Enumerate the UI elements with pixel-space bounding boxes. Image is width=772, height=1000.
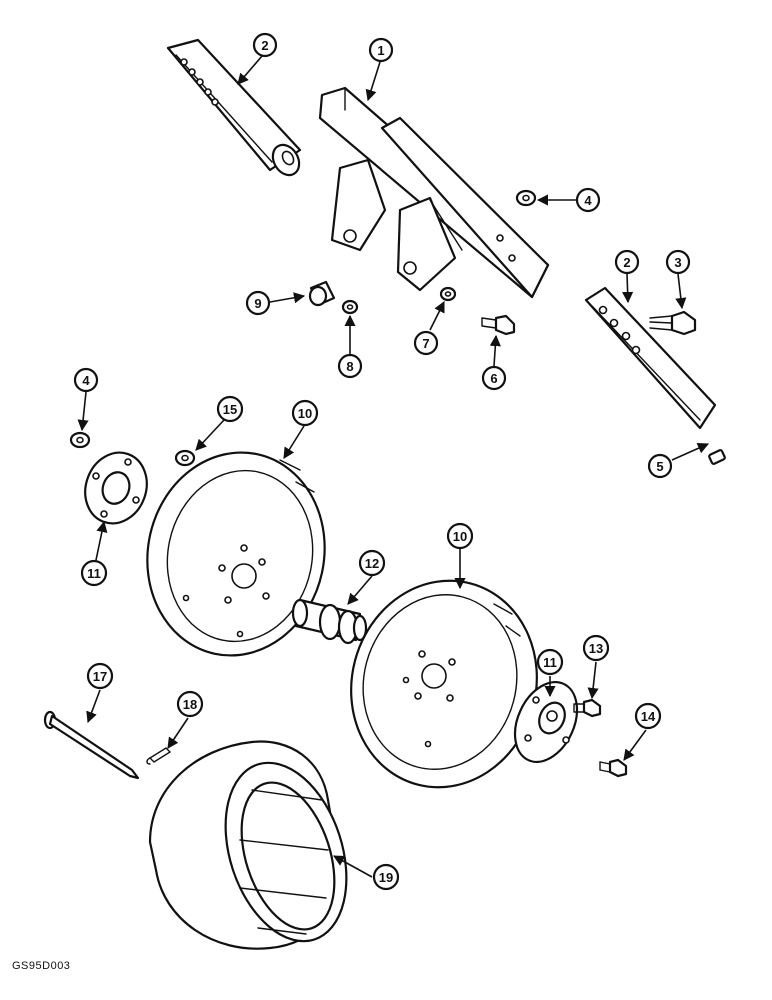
callout-18: 18 xyxy=(176,690,204,718)
wheel-half-10-left xyxy=(146,451,326,657)
callout-11: 11 xyxy=(80,559,108,587)
callout-13: 13 xyxy=(582,634,610,662)
callout-6: 6 xyxy=(481,365,507,391)
cotter-pin-18 xyxy=(146,747,172,765)
tire-19 xyxy=(148,740,348,950)
bushing-9 xyxy=(308,280,336,307)
wheel-half-10-right xyxy=(350,579,538,789)
axle-shaft-12 xyxy=(291,598,368,645)
svg-text:13: 13 xyxy=(589,641,603,656)
arm-right xyxy=(584,286,717,430)
svg-text:18: 18 xyxy=(183,697,197,712)
svg-text:1: 1 xyxy=(377,43,384,58)
callout-15: 15 xyxy=(216,395,244,423)
hub-11-left xyxy=(84,451,148,525)
svg-text:9: 9 xyxy=(254,296,261,311)
svg-text:7: 7 xyxy=(422,336,429,351)
svg-text:19: 19 xyxy=(379,870,393,885)
svg-text:15: 15 xyxy=(223,402,237,417)
pin-17 xyxy=(43,710,140,780)
svg-text:4: 4 xyxy=(584,193,592,208)
figure-code: GS95D003 xyxy=(12,960,71,972)
callout-1: 1 xyxy=(368,37,394,63)
nut-4-lower xyxy=(69,431,91,449)
callout-9: 9 xyxy=(245,290,271,316)
callout-11: 11 xyxy=(536,648,564,676)
svg-text:5: 5 xyxy=(656,459,663,474)
callout-10: 10 xyxy=(446,522,474,550)
svg-text:12: 12 xyxy=(365,556,379,571)
plug-5 xyxy=(708,449,726,465)
svg-text:2: 2 xyxy=(261,38,268,53)
callout-7: 7 xyxy=(413,330,439,356)
bolt-14 xyxy=(599,758,628,778)
callout-2: 2 xyxy=(614,249,640,275)
callout-17: 17 xyxy=(86,662,114,690)
hub-11-right xyxy=(513,681,579,763)
svg-text:4: 4 xyxy=(82,373,90,388)
callout-12: 12 xyxy=(358,549,386,577)
svg-text:2: 2 xyxy=(623,255,630,270)
nut-15 xyxy=(174,449,196,467)
callout-3: 3 xyxy=(665,249,691,275)
bolt-3 xyxy=(649,310,697,336)
leader-lines xyxy=(77,55,710,878)
callout-5: 5 xyxy=(647,453,673,479)
arm-upper-left xyxy=(166,38,302,177)
nut-7 xyxy=(439,286,457,302)
svg-text:8: 8 xyxy=(346,359,353,374)
callout-8: 8 xyxy=(337,353,363,379)
callout-10: 10 xyxy=(291,399,319,427)
washer-8 xyxy=(341,299,359,315)
svg-text:17: 17 xyxy=(93,669,107,684)
callout-19: 19 xyxy=(372,863,400,891)
nut-4-upper xyxy=(515,189,537,207)
svg-text:11: 11 xyxy=(543,655,557,670)
callout-2: 2 xyxy=(252,32,278,58)
callout-14: 14 xyxy=(634,702,662,730)
bolt-6 xyxy=(481,314,516,336)
callout-4: 4 xyxy=(575,187,601,213)
svg-text:3: 3 xyxy=(674,255,681,270)
svg-text:10: 10 xyxy=(298,406,312,421)
callout-4: 4 xyxy=(73,367,99,393)
svg-text:14: 14 xyxy=(641,709,656,724)
svg-text:11: 11 xyxy=(87,566,101,581)
axle-frame xyxy=(318,86,550,299)
bolt-13 xyxy=(573,698,602,718)
svg-text:10: 10 xyxy=(453,529,467,544)
svg-text:6: 6 xyxy=(490,371,497,386)
